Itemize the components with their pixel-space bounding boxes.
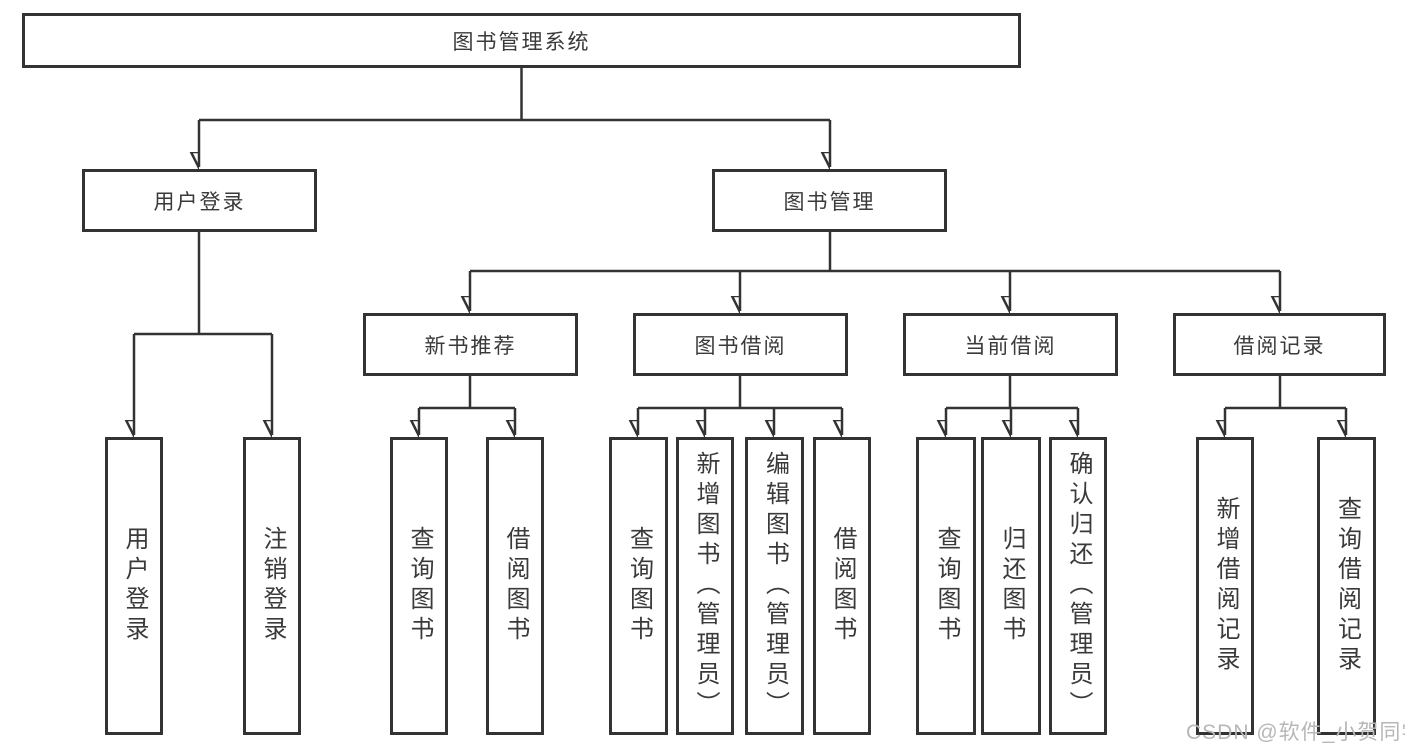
leaf-query-book-current-label: 查询图书 [933, 526, 960, 646]
leaf-query-borrow-record-label: 查询借阅记录 [1333, 496, 1361, 676]
node-root: 图书管理系统 [22, 13, 1021, 68]
node-new-book-recommend-label: 新书推荐 [424, 334, 517, 358]
node-borrow-records: 借阅记录 [1173, 313, 1386, 376]
leaf-query-book-borrow-label: 查询图书 [625, 526, 653, 646]
leaf-query-book-borrow: 查询图书 [609, 437, 668, 735]
leaf-logout-login-label: 注销登录 [259, 526, 286, 646]
leaf-edit-book-admin-label: 编辑图书（管理员） [761, 451, 789, 721]
node-book-management: 图书管理 [712, 169, 947, 232]
leaf-return-book: 归还图书 [981, 437, 1041, 735]
leaf-confirm-return-admin-label: 确认归还（管理员） [1065, 451, 1092, 721]
leaf-query-book-newbook: 查询图书 [390, 437, 448, 735]
node-new-book-recommend: 新书推荐 [363, 313, 578, 376]
node-current-borrow: 当前借阅 [903, 313, 1118, 376]
leaf-borrow-book-borrow-label: 借阅图书 [829, 526, 856, 646]
leaf-query-book-newbook-label: 查询图书 [406, 526, 433, 646]
leaf-user-login: 用户登录 [105, 437, 163, 735]
leaf-add-book-admin: 新增图书（管理员） [676, 437, 734, 735]
leaf-logout-login: 注销登录 [243, 437, 301, 735]
node-book-borrow: 图书借阅 [633, 313, 848, 376]
node-user-login-label: 用户登录 [153, 190, 246, 214]
watermark: CSDN @软件_小贺同学 [1186, 721, 1405, 744]
leaf-add-borrow-record: 新增借阅记录 [1196, 437, 1254, 735]
leaf-borrow-book-borrow: 借阅图书 [813, 437, 871, 735]
leaf-query-book-current: 查询图书 [916, 437, 976, 735]
leaf-edit-book-admin: 编辑图书（管理员） [745, 437, 804, 735]
leaf-query-borrow-record: 查询借阅记录 [1317, 437, 1376, 735]
leaf-confirm-return-admin: 确认归还（管理员） [1049, 437, 1107, 735]
leaf-borrow-book-newbook: 借阅图书 [486, 437, 544, 735]
node-book-management-label: 图书管理 [783, 190, 876, 214]
leaf-user-login-label: 用户登录 [121, 526, 148, 646]
leaf-return-book-label: 归还图书 [998, 526, 1025, 646]
node-borrow-records-label: 借阅记录 [1233, 334, 1326, 358]
node-current-borrow-label: 当前借阅 [964, 334, 1057, 358]
node-root-label: 图书管理系统 [452, 30, 591, 54]
leaf-add-borrow-record-label: 新增借阅记录 [1212, 496, 1239, 676]
leaf-borrow-book-newbook-label: 借阅图书 [502, 526, 529, 646]
leaf-add-book-admin-label: 新增图书（管理员） [692, 451, 719, 721]
node-user-login: 用户登录 [82, 169, 317, 232]
node-book-borrow-label: 图书借阅 [694, 334, 787, 358]
